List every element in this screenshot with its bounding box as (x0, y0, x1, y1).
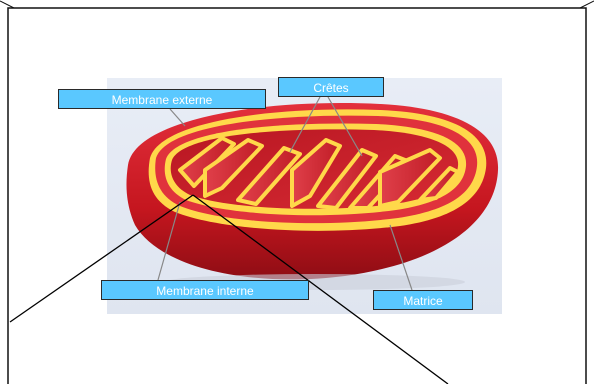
leader-lines (157, 96, 413, 291)
label-inner-membrane: Membrane interne (101, 280, 309, 300)
label-outer-membrane: Membrane externe (58, 89, 266, 109)
frame-corner-mark (0, 0, 15, 9)
mitochondrion-illustration (126, 103, 499, 290)
label-matrix: Matrice (373, 290, 473, 310)
frame-corner-mark (579, 0, 594, 9)
label-cristae: Crêtes (278, 77, 384, 97)
external-pointer-lines (9, 194, 449, 384)
